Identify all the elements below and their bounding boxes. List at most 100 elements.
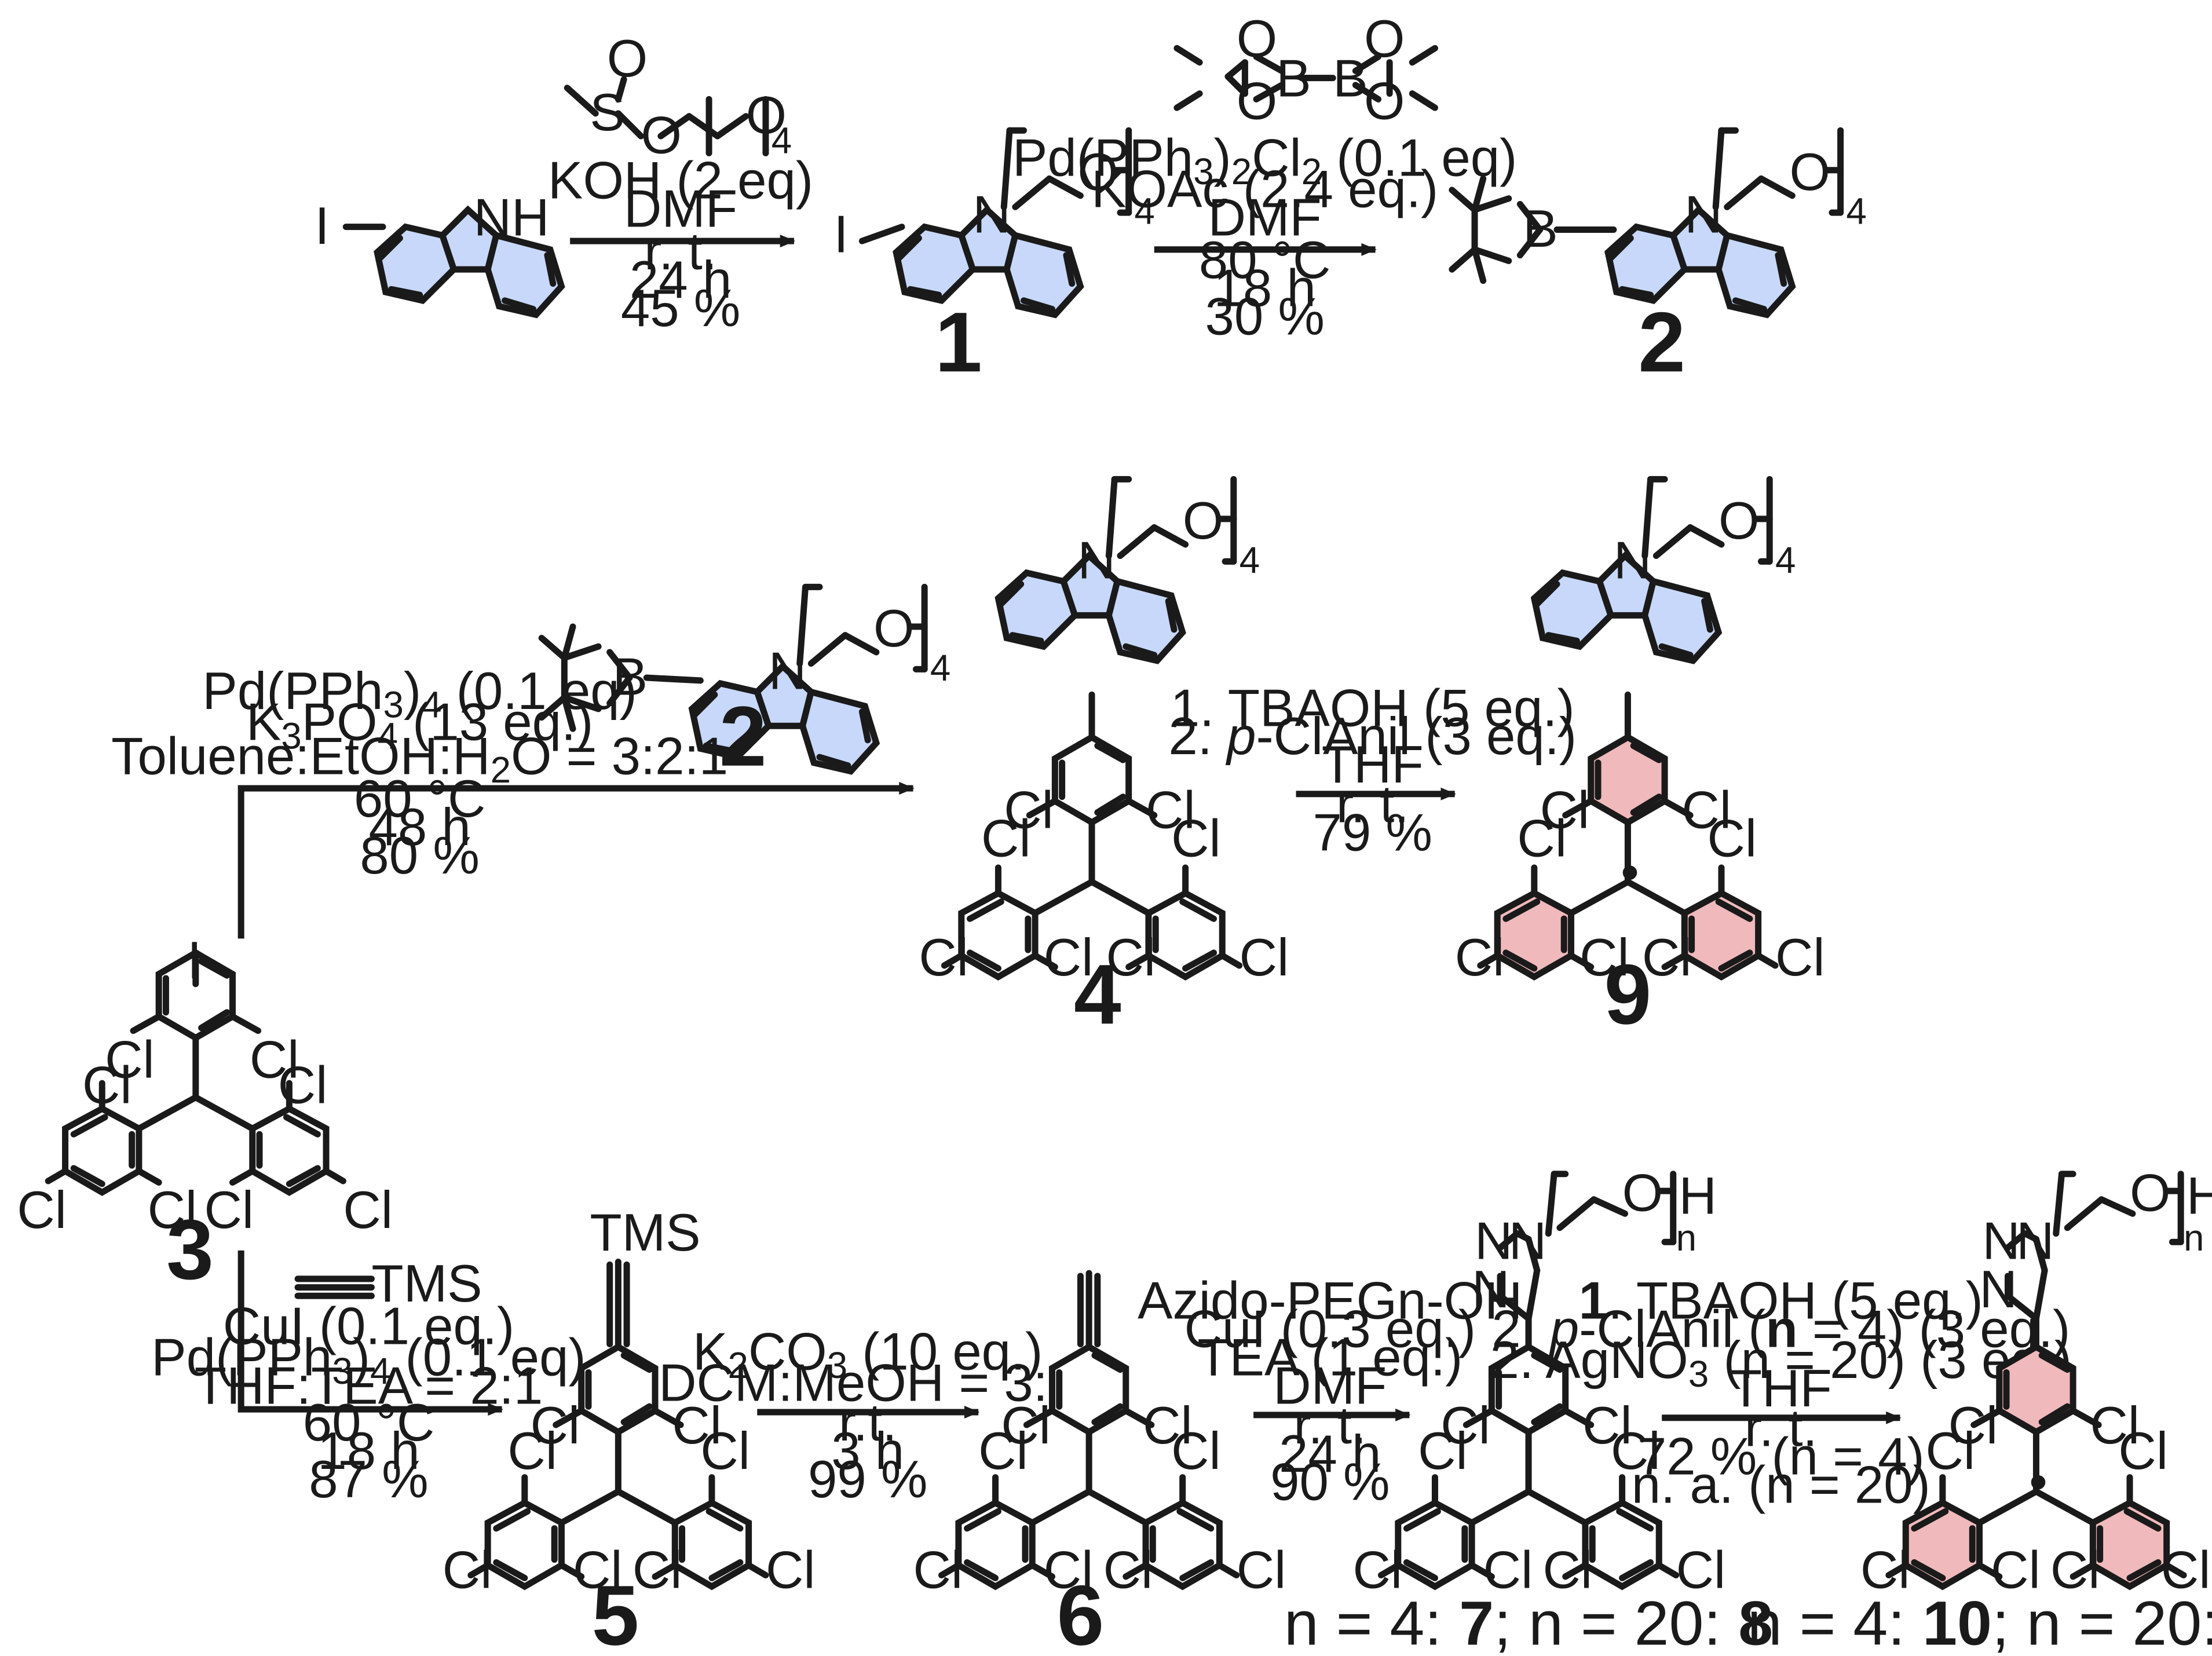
- compound-label-10-11: n = 4: 10; n = 20: 11: [1747, 1588, 2212, 1656]
- c4-cl-1: Cl: [1004, 781, 1054, 840]
- c78-cl-8: Cl: [1676, 1541, 1726, 1600]
- c1-sub: 4: [1134, 191, 1154, 232]
- c6-cl-6: Cl: [1044, 1541, 1094, 1600]
- step2-conditions: B B O O O O Pd(PPh3)2Cl2 (0.1 eq) KOAc (…: [1012, 10, 1517, 346]
- step3-conditions: B N O 4 2 Pd(PPh3)4 (0.1 eq) K3PO4 (13 e…: [111, 583, 950, 939]
- iodo-atom: I: [315, 197, 329, 255]
- c5-cl-5: Cl: [443, 1541, 492, 1600]
- s7-line-3: TEA (1 eq.): [1197, 1328, 1463, 1387]
- s3-o: O: [873, 599, 914, 658]
- c9-cl-3: Cl: [1517, 809, 1567, 868]
- s3-cond-3: 80 %: [360, 827, 479, 885]
- s8-line-2: 2. p-ClAnil (n = 4) (3 eq.): [1491, 1300, 2070, 1358]
- compound-label-2: 2: [1638, 295, 1685, 390]
- c6-cl-5: Cl: [913, 1541, 963, 1600]
- c78-cl-1: Cl: [1440, 1397, 1490, 1455]
- c4-sub: 4: [1240, 540, 1260, 581]
- s3-sub: 4: [930, 648, 950, 689]
- s7-cond-1: r. t.: [1293, 1397, 1366, 1455]
- s4-line-2: 2. p-ClAnil (3 eq.): [1168, 707, 1577, 766]
- c4-cl-3: Cl: [981, 809, 1031, 868]
- s3-base: K3PO4 (13 eq.): [246, 693, 593, 757]
- s3-b: B: [613, 648, 648, 706]
- c5-cl-4: Cl: [700, 1422, 750, 1480]
- c78-h: H: [1679, 1167, 1717, 1225]
- c1011-n-sub: n: [2184, 1218, 2204, 1259]
- c3-iodo: I: [187, 931, 202, 990]
- compound-9: N O 4 • Cl Cl Cl Cl Cl Cl Cl Cl 9: [1455, 476, 1825, 1042]
- step2-b2: B: [1333, 49, 1368, 108]
- compound-5: TMS Cl Cl Cl Cl Cl Cl Cl Cl 5: [443, 1204, 816, 1656]
- step5-arrow: [237, 1250, 503, 1416]
- s5-solvent: THF:TEA = 2:1: [195, 1357, 543, 1415]
- c5-tms: TMS: [590, 1204, 700, 1262]
- step1-cond-1: r. t.: [644, 222, 717, 281]
- c1011-cl-1: Cl: [1948, 1397, 1998, 1455]
- c4-o: O: [1183, 492, 1223, 550]
- step6-conditions: K2CO3 (10 eq.) DCM:MeOH = 3:1 r.t. 3 h 9…: [659, 1323, 1077, 1509]
- c3-cl-7: Cl: [204, 1181, 254, 1240]
- c4-cl-5: Cl: [919, 928, 968, 987]
- c2-o: O: [1789, 143, 1830, 202]
- c1011-n1: N: [1982, 1212, 2020, 1271]
- compound-2: B N O 4 2: [1452, 127, 1867, 390]
- step2-cond-1: 80 °C: [1199, 231, 1331, 290]
- s4-line-1: 1. TBAOH (5 eq.): [1171, 679, 1575, 737]
- c9-cl-2: Cl: [1681, 781, 1731, 840]
- c4-cl-8: Cl: [1240, 928, 1289, 987]
- s4-line-3: THF: [1322, 736, 1424, 794]
- s3-catalyst: Pd(PPh3)4 (0.1 eq): [202, 662, 637, 726]
- c5-cl-6: Cl: [573, 1541, 623, 1600]
- c5-cl-8: Cl: [766, 1541, 816, 1600]
- step3-arrow: [237, 781, 915, 939]
- c9-cl-5: Cl: [1455, 928, 1505, 987]
- c1-iodo: I: [833, 206, 848, 264]
- compound-label-3: 3: [166, 1202, 214, 1297]
- c3-cl-8: Cl: [343, 1181, 393, 1240]
- c1011-o: O: [2130, 1164, 2170, 1222]
- c1011-cl-5: Cl: [1860, 1541, 1910, 1600]
- step2-cond-3: 30 %: [1205, 288, 1324, 346]
- c5-cl-1: Cl: [531, 1397, 580, 1455]
- nh-label: NH: [474, 188, 550, 247]
- step2-o4: O: [1364, 72, 1405, 131]
- step8-conditions: 1. TBAOH (5 eq.) 2. p-ClAnil (n = 4) (3 …: [1490, 1271, 2072, 1514]
- s6-cond-1: r.t.: [839, 1394, 897, 1452]
- s7-line-2: CuI (0.3 eq.): [1184, 1300, 1476, 1358]
- step1-cond-3: 45 %: [621, 279, 740, 338]
- c3-cl-6: Cl: [148, 1181, 198, 1240]
- s4-cond-1: r. t.: [1336, 776, 1409, 834]
- c78-cl-4: Cl: [1611, 1422, 1661, 1480]
- s6-solvent: DCM:MeOH = 3:1: [659, 1354, 1077, 1412]
- c9-sub: 4: [1775, 540, 1796, 581]
- reagent-o-b: O: [641, 106, 682, 164]
- c6-cl-7: Cl: [1103, 1541, 1153, 1600]
- c9-cl-7: Cl: [1642, 928, 1692, 987]
- c78-n1: N: [1475, 1212, 1512, 1271]
- c3-cl-3: Cl: [82, 1056, 132, 1114]
- c9-cl-1: Cl: [1540, 781, 1590, 840]
- compound-3: I Cl Cl Cl Cl Cl Cl Cl Cl 3: [17, 931, 393, 1297]
- c78-n3: N: [1472, 1260, 1509, 1319]
- step2-o2: O: [1237, 72, 1277, 131]
- s5-cond-2: 18 h: [317, 1422, 419, 1480]
- c78-n2: N: [1509, 1212, 1546, 1271]
- step2-line-1: KOAc (2.4 eq.): [1091, 160, 1438, 218]
- c9-radical-dot: •: [1621, 843, 1639, 902]
- s7-line-1: Azido-PEGn-OH: [1138, 1271, 1522, 1330]
- c1011-n2: N: [2016, 1212, 2054, 1271]
- c3-cl-4: Cl: [278, 1056, 328, 1114]
- step5-conditions: TMS CuI (0.1 eq.) Pd(PPh3)4 (0.1 eq) THF…: [151, 1250, 586, 1509]
- c1011-cl-3: Cl: [1925, 1422, 1975, 1480]
- c78-cl-6: Cl: [1483, 1541, 1533, 1600]
- step2-line-2: DMF: [1208, 188, 1322, 247]
- c6-cl-8: Cl: [1237, 1541, 1286, 1600]
- c5-cl-7: Cl: [632, 1541, 682, 1600]
- c1011-h: H: [2187, 1167, 2212, 1225]
- c4-cl-7: Cl: [1106, 928, 1156, 987]
- s3-cond-2: 48 h: [368, 798, 470, 857]
- c4-cl-4: Cl: [1171, 809, 1221, 868]
- compound-7-8: N N N O H n Cl Cl Cl Cl Cl Cl Cl Cl n = …: [1284, 1164, 1773, 1656]
- c9-cl-8: Cl: [1775, 928, 1825, 987]
- c3-cl-5: Cl: [17, 1181, 67, 1240]
